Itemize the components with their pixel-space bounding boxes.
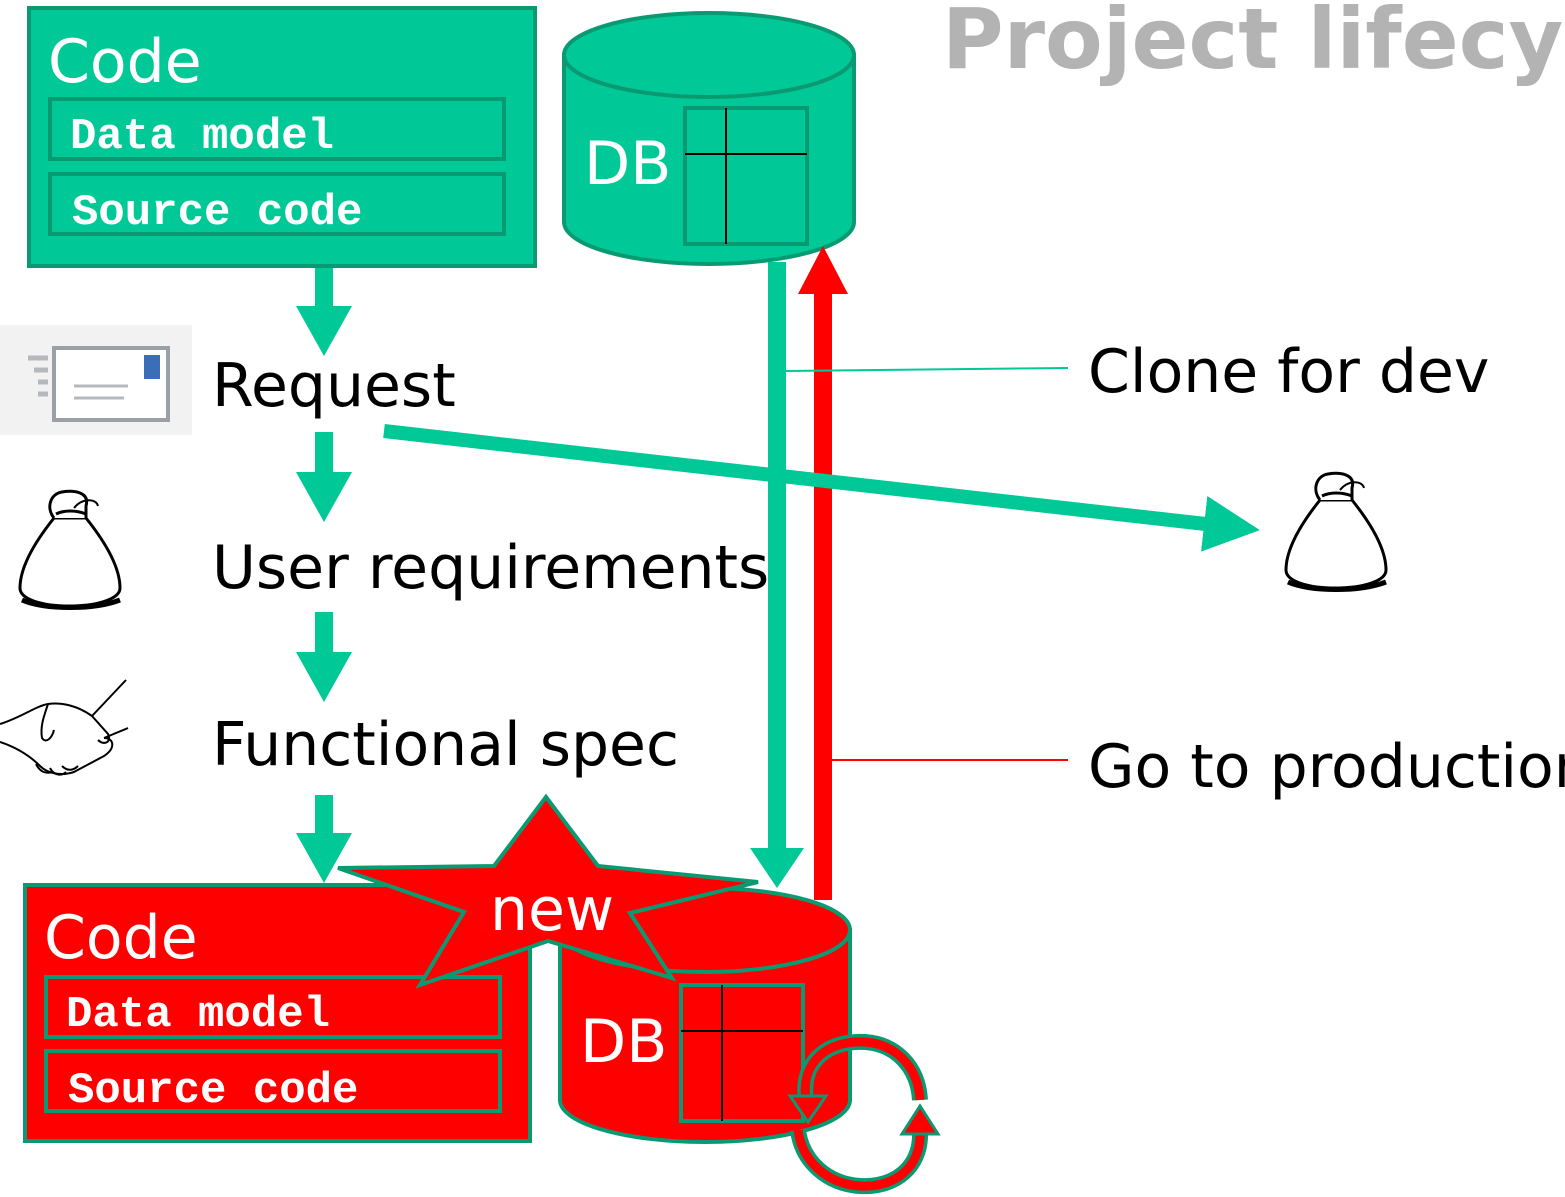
top-data-model-label: Data model	[70, 112, 334, 162]
clone-for-dev-label: Clone for dev	[1088, 337, 1489, 407]
step-request: Request	[212, 351, 456, 421]
flow-arrow-code-to-request	[296, 268, 352, 356]
flow-arrow-spec-to-code	[296, 795, 352, 883]
go-to-production-label: Go to production	[1088, 732, 1565, 802]
bottom-data-model-label: Data model	[66, 990, 330, 1040]
bottom-data-model-box	[44, 975, 502, 1039]
bottom-source-code-label: Source code	[68, 1066, 358, 1116]
clone-arrow	[750, 262, 804, 888]
page-title: Project lifecy	[942, 0, 1563, 88]
table-icon	[679, 983, 805, 1123]
request-to-budget-arrow	[383, 424, 1260, 552]
flow-arrow-requirements-to-spec	[296, 612, 352, 702]
money-bag-icon	[1284, 471, 1388, 592]
top-code-title: Code	[48, 27, 202, 97]
top-source-code-box	[48, 172, 506, 236]
handshake-icon	[0, 679, 129, 776]
top-code-box: Code Data model Source code	[27, 6, 537, 268]
new-star: new	[337, 793, 759, 989]
table-icon	[683, 106, 809, 246]
step-functional-spec: Functional spec	[212, 710, 679, 780]
top-db-cylinder: DB	[562, 11, 856, 266]
production-arrow	[798, 246, 848, 900]
new-star-label: new	[490, 875, 614, 945]
bottom-source-code-box	[44, 1049, 502, 1113]
flow-arrow-request-to-requirements	[296, 432, 352, 522]
money-bag-icon	[18, 489, 122, 610]
cycle-arrows-icon	[787, 1033, 941, 1195]
bottom-code-title: Code	[44, 903, 198, 973]
top-data-model-box	[48, 97, 506, 161]
step-user-requirements: User requirements	[212, 533, 769, 603]
bottom-code-box: Code Data model Source code	[23, 883, 532, 1143]
clone-leader-line	[785, 367, 1069, 372]
envelope-icon	[0, 325, 192, 435]
top-source-code-label: Source code	[72, 188, 362, 238]
top-db-label: DB	[584, 129, 671, 199]
bottom-db-label: DB	[580, 1007, 667, 1077]
